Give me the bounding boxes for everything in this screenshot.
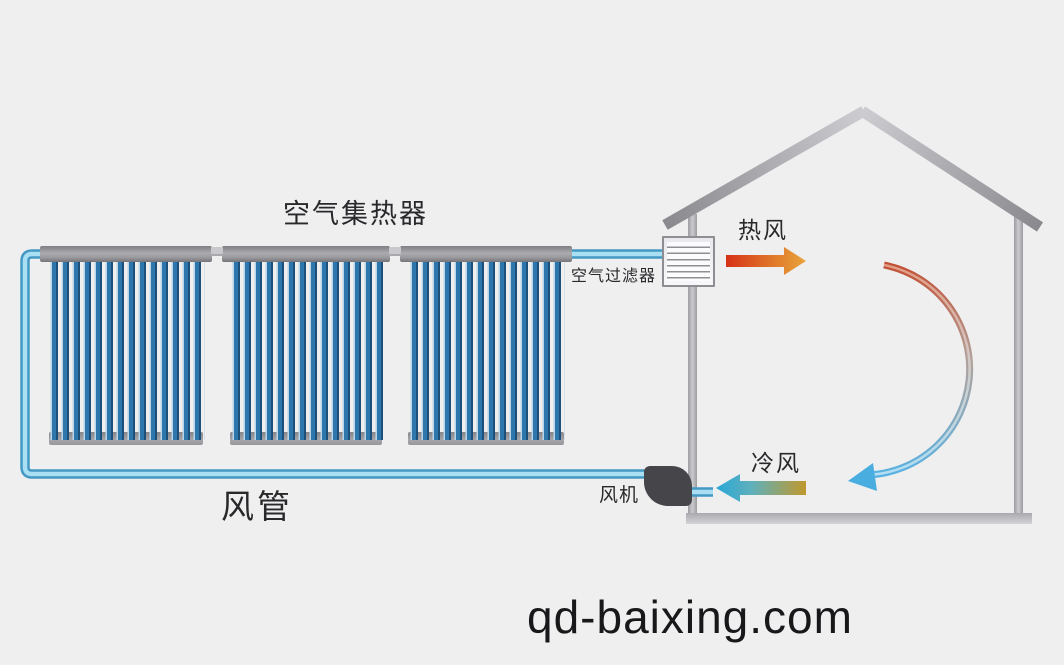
house-floor bbox=[686, 513, 1032, 524]
collector-label: 空气集热器 bbox=[283, 199, 428, 229]
panel-top-manifold bbox=[40, 246, 212, 262]
circulation-arrowhead bbox=[848, 463, 877, 491]
duct-label: 风管 bbox=[221, 488, 293, 525]
watermark-text: qd-baixing.com bbox=[527, 591, 853, 643]
air-duct-pipes bbox=[20, 249, 713, 497]
cold-air-arrow bbox=[716, 474, 806, 502]
panel-top-manifold bbox=[222, 246, 390, 262]
fan-label: 风机 bbox=[599, 485, 640, 506]
panel-tubes bbox=[47, 262, 205, 440]
house-right-wall bbox=[1014, 214, 1023, 518]
house-roof-right bbox=[858, 106, 1044, 232]
house-outline bbox=[662, 106, 1044, 524]
fan-icon bbox=[644, 466, 692, 506]
house-left-wall bbox=[688, 214, 697, 518]
house-roof-left bbox=[662, 106, 867, 230]
panel-connector bbox=[211, 247, 223, 256]
panel-tubes bbox=[229, 262, 383, 440]
hot-air-arrow bbox=[726, 247, 806, 275]
hot-air-label: 热风 bbox=[738, 217, 788, 243]
air-circulation-arc bbox=[848, 261, 974, 491]
air-filter bbox=[662, 236, 715, 287]
panel-tubes bbox=[407, 262, 565, 440]
panel-top-manifold bbox=[400, 246, 572, 262]
panel-connector bbox=[389, 247, 401, 256]
cold-air-label: 冷风 bbox=[751, 450, 801, 476]
air-filter-louvers bbox=[667, 242, 710, 281]
filter-label: 空气过滤器 bbox=[571, 268, 657, 285]
